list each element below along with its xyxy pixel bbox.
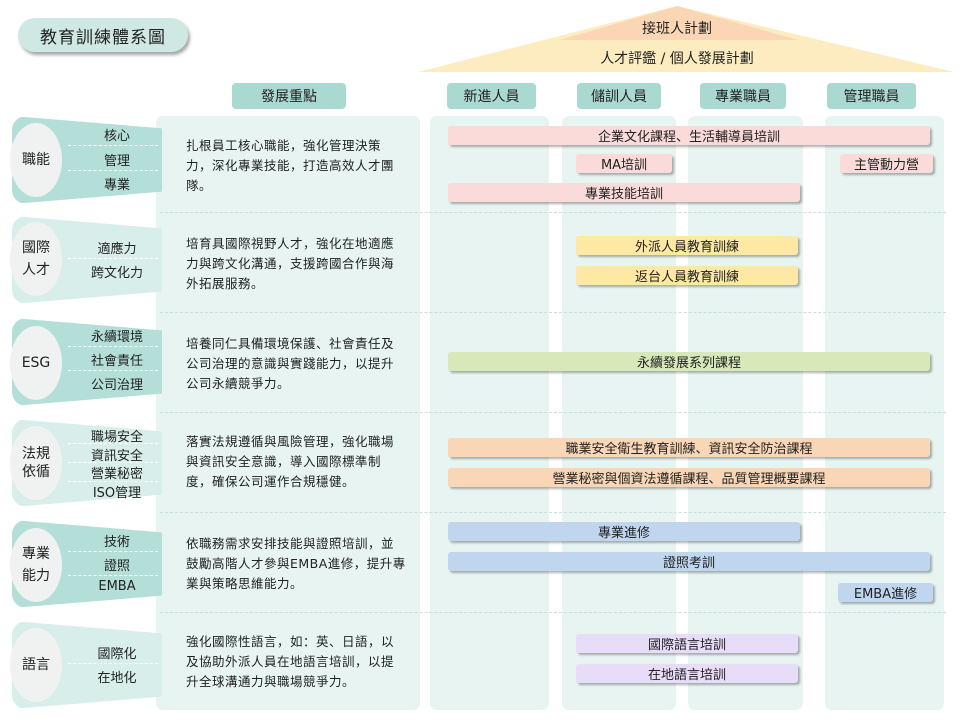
course-bar: 主管動力營	[840, 154, 933, 173]
sub-technical: 技術	[103, 535, 130, 550]
new-staff-column	[430, 116, 549, 710]
sub-social: 社會責任	[90, 354, 143, 369]
sub-professional: 專業	[103, 178, 130, 193]
course-bar: 國際語言培訓	[576, 634, 798, 653]
category-professional-skills: 專業能力	[10, 528, 62, 602]
header-new-staff: 新進人員	[447, 83, 536, 109]
category-esg: ESG	[10, 326, 62, 400]
desc-global-talent: 培育具國際視野人才，強化在地適應力與跨文化溝通，支援跨國合作與海外拓展服務。	[186, 236, 395, 291]
roof-orange	[560, 6, 798, 40]
category-compliance: 法規依循	[10, 426, 62, 500]
header-focus: 發展重點	[232, 83, 346, 109]
sub-workplace-safety: 職場安全	[90, 430, 143, 445]
desc-language: 強化國際性語言，如：英、日語，以及協助外派人員在地語言培訓，以提升全球溝通力與職…	[186, 634, 395, 689]
page-title: 教育訓練體系圖	[18, 18, 188, 52]
course-bar: 營業秘密與個資法遵循課程、品質管理概要課程	[448, 468, 930, 487]
sub-cross-cultural: 跨文化力	[90, 266, 143, 281]
category-global-talent: 國際人才	[10, 222, 62, 296]
row-divider	[160, 412, 946, 413]
course-bar: 在地語言培訓	[576, 664, 798, 683]
sub-certification: 證照	[103, 559, 130, 574]
sub-info-security: 資訊安全	[90, 449, 143, 464]
sub-divider	[68, 462, 158, 463]
sub-core: 核心	[103, 129, 130, 144]
sub-localization: 在地化	[97, 671, 137, 686]
header-trainee: 儲訓人員	[577, 83, 661, 109]
sub-governance: 公司治理	[90, 378, 143, 393]
category-language: 語言	[10, 628, 62, 702]
course-bar: 專業進修	[448, 522, 800, 541]
desc-compliance: 落實法規遵循與風險管理，強化職場與資訊安全意識，導入國際標準制度，確保公司運作合…	[186, 434, 395, 489]
sub-divider	[68, 575, 158, 576]
sub-sustainability: 永續環境	[90, 330, 143, 345]
sub-divider	[68, 551, 158, 552]
header-professional: 專業職員	[700, 83, 786, 109]
desc-esg: 培養同仁具備環境保護、社會責任及公司治理的意識與實踐能力，以提升公司永續競爭力。	[186, 336, 395, 391]
roof-diagram	[418, 6, 954, 72]
sub-divider	[68, 370, 158, 371]
course-bar: 永續發展系列課程	[448, 352, 930, 371]
manager-column	[825, 116, 944, 710]
course-bar: 外派人員教育訓練	[576, 236, 798, 255]
sub-divider	[68, 258, 158, 259]
trainee-column	[562, 116, 676, 710]
professional-column	[688, 116, 803, 710]
succession-plan-label: 接班人計劃	[642, 21, 712, 37]
sub-emba: EMBA	[98, 579, 136, 594]
sub-international: 國際化	[97, 647, 137, 662]
course-bar: EMBA進修	[838, 583, 933, 602]
category-competency: 職能	[10, 123, 62, 197]
course-bar: 職業安全衛生教育訓練、資訊安全防治課程	[448, 438, 930, 457]
sub-divider	[68, 663, 158, 664]
desc-competency: 扎根員工核心職能，強化管理決策力，深化專業技能，打造高效人才團隊。	[186, 138, 395, 193]
sub-management: 管理	[103, 154, 130, 169]
course-bar: 企業文化課程、生活輔導員培訓	[448, 126, 930, 145]
sub-divider	[68, 346, 158, 347]
talent-assessment-label: 人才評鑑 / 個人發展計劃	[600, 51, 754, 67]
sub-trade-secret: 營業秘密	[90, 467, 143, 482]
row-divider	[160, 312, 946, 313]
desc-professional-skills: 依職務需求安排技能與證照培訓，並鼓勵高階人才參與EMBA進修，提升專業與策略思維…	[186, 536, 406, 591]
row-divider	[160, 512, 946, 513]
sub-divider	[68, 145, 158, 146]
sub-divider	[68, 481, 158, 482]
course-bar: 返台人員教育訓練	[576, 266, 798, 285]
sub-divider	[68, 170, 158, 171]
sub-adaptability: 適應力	[97, 242, 137, 257]
sub-iso: ISO管理	[92, 486, 142, 501]
row-divider	[160, 612, 946, 613]
course-bar: MA培訓	[576, 154, 672, 173]
sub-divider	[68, 443, 158, 444]
focus-panel	[156, 116, 420, 710]
course-bar: 專業技能培訓	[448, 183, 800, 202]
course-bar: 證照考訓	[448, 552, 930, 571]
header-manager: 管理職員	[827, 83, 916, 109]
row-divider	[160, 212, 946, 213]
